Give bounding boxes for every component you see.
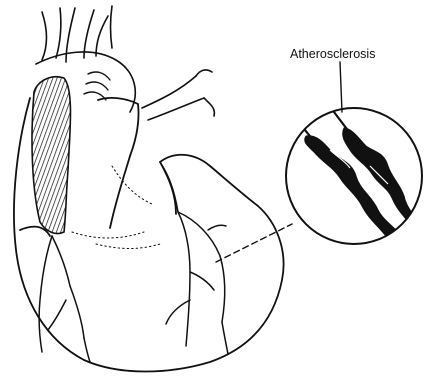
coronary-arteries (39, 162, 228, 362)
aorta-shading (32, 72, 110, 234)
label-pointer (340, 62, 342, 112)
zoom-circle (286, 108, 422, 244)
hidden-structure-lines (72, 166, 160, 249)
atherosclerosis-label: Atherosclerosis (290, 47, 375, 61)
